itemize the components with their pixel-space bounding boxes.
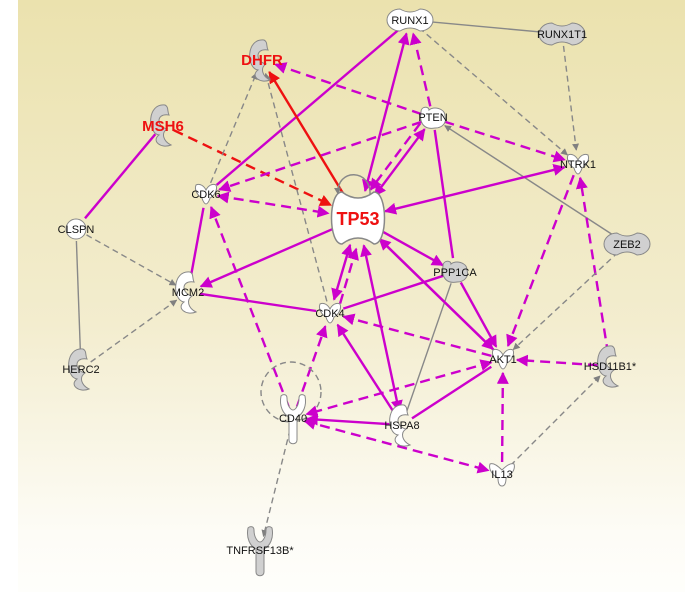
- edge-runx1-runx1t1: [421, 20, 549, 34]
- edge-cd40-cdk6: [209, 205, 290, 408]
- edge-pten-tp53: [369, 122, 422, 191]
- node-label-tnfrsf13b: TNFRSF13B*: [226, 545, 294, 557]
- enzyme-icon: [150, 104, 173, 147]
- enzyme-icon: [249, 39, 272, 82]
- edge-pten-dhfr: [274, 62, 422, 116]
- node-herc2[interactable]: HERC2: [62, 348, 100, 391]
- node-label-cdk4: CDK4: [315, 308, 344, 320]
- node-tnfrsf13b[interactable]: TNFRSF13B*: [226, 526, 294, 577]
- node-tp53[interactable]: TP53: [330, 191, 386, 245]
- enzyme-icon: [68, 348, 91, 391]
- edge-ntrk1-akt1: [506, 174, 575, 348]
- edge-tp53-pten: [373, 128, 426, 197]
- node-clspn[interactable]: CLSPN: [58, 218, 95, 240]
- transcription-regulator-icon: [603, 232, 651, 256]
- edge-ppp1ca-akt1: [459, 281, 498, 348]
- edge-cd40-cdk4: [295, 325, 328, 408]
- edge-clspn-herc2: [75, 240, 82, 356]
- edge-cd40-tnfrsf13b: [261, 429, 291, 538]
- transcription-regulator-icon: [538, 22, 586, 46]
- edge-pten-runx1: [409, 32, 432, 107]
- edge-runx1t1-ntrk1: [562, 45, 580, 151]
- other-icon: [65, 218, 87, 240]
- kinase-icon: [567, 153, 589, 175]
- node-label-runx1: RUNX1: [391, 15, 428, 27]
- phosphatase-icon: [442, 260, 468, 283]
- node-label-runx1t1: RUNX1T1: [537, 29, 587, 41]
- edge-il13-hsd11b1: [510, 375, 601, 466]
- edge-pten-ntrk1: [444, 120, 566, 163]
- cytokine-icon: [489, 463, 515, 487]
- kinase-icon: [319, 302, 341, 324]
- node-label-akt1: AKT1: [489, 354, 517, 366]
- node-akt1[interactable]: AKT1: [489, 348, 517, 370]
- node-label-hspa8: HSPA8: [384, 420, 419, 432]
- kinase-icon: [492, 348, 514, 370]
- edge-zeb2-akt1: [512, 251, 619, 351]
- transcription-regulator-icon: [386, 8, 434, 32]
- node-runx1[interactable]: RUNX1: [386, 8, 434, 32]
- enzyme-icon: [597, 345, 620, 388]
- node-label-ppp1ca: PPP1CA: [433, 267, 477, 279]
- node-label-zeb2: ZEB2: [613, 239, 641, 251]
- edge-mcm2-cdk6: [189, 207, 205, 281]
- node-label-cdk6: CDK6: [191, 189, 220, 201]
- edge-runx1-ntrk1: [418, 27, 568, 156]
- node-label-dhfr: DHFR: [241, 52, 283, 69]
- node-msh6[interactable]: MSH6: [142, 104, 184, 147]
- edge-tp53-ppp1ca: [381, 230, 444, 267]
- kinase-icon: [195, 183, 217, 205]
- transmembrane-receptor-icon: [280, 394, 306, 445]
- edge-cdk6-tp53: [216, 191, 330, 218]
- edge-cdk4-tp53: [338, 247, 359, 304]
- enzyme-icon: [389, 404, 412, 447]
- edge-akt1-cd40: [305, 359, 493, 418]
- node-label-clspn: CLSPN: [58, 224, 95, 236]
- edge-tp53-runx1: [362, 32, 410, 193]
- edge-tp53-dhfr: [268, 70, 345, 195]
- diagram-background: [18, 0, 685, 592]
- node-label-msh6: MSH6: [142, 118, 184, 135]
- edge-mcm2-cdk4: [199, 292, 317, 313]
- edge-tp53-tp53: [334, 174, 371, 197]
- node-ntrk1[interactable]: NTRK1: [560, 153, 596, 175]
- edge-akt1-cdk4: [342, 313, 492, 358]
- edge-tp53-mcm2: [199, 228, 333, 288]
- node-label-il13: IL13: [491, 469, 512, 481]
- node-il13[interactable]: IL13: [489, 463, 515, 487]
- edge-msh6-clspn: [84, 133, 157, 220]
- phosphatase-icon: [420, 106, 446, 129]
- edge-clspn-mcm2: [86, 234, 177, 286]
- edge-herc2-mcm2: [90, 299, 178, 363]
- edge-layer: [75, 20, 619, 538]
- node-label-herc2: HERC2: [62, 364, 99, 376]
- node-label-hsd11b1: HSD11B1*: [584, 361, 637, 373]
- transmembrane-receptor-icon: [247, 526, 273, 577]
- node-label-cd40: CD40: [279, 413, 307, 425]
- enzyme-icon: [175, 271, 198, 314]
- node-runx1t1[interactable]: RUNX1T1: [537, 22, 587, 46]
- node-cdk6[interactable]: CDK6: [191, 183, 221, 205]
- node-mcm2[interactable]: MCM2: [172, 271, 204, 314]
- node-zeb2[interactable]: ZEB2: [603, 232, 651, 256]
- node-dhfr[interactable]: DHFR: [241, 39, 283, 82]
- node-label-tp53: TP53: [336, 209, 379, 229]
- node-label-pten: PTEN: [418, 112, 447, 124]
- edge-hsd11b1-akt1: [515, 354, 599, 367]
- transcription-regulator-large-icon: [330, 191, 386, 245]
- edge-hspa8-akt1: [411, 365, 492, 420]
- edge-tp53-akt1: [377, 236, 494, 351]
- node-label-mcm2: MCM2: [172, 287, 204, 299]
- edge-hsd11b1-ntrk1: [575, 176, 610, 355]
- node-ppp1ca[interactable]: PPP1CA: [433, 260, 477, 283]
- node-pten[interactable]: PTEN: [418, 106, 448, 129]
- node-cd40[interactable]: CD40: [279, 394, 307, 445]
- node-hspa8[interactable]: HSPA8: [384, 404, 420, 447]
- node-cdk4[interactable]: CDK4: [315, 302, 345, 324]
- node-hsd11b1[interactable]: HSD11B1*: [584, 345, 637, 388]
- edge-tp53-ntrk1: [384, 164, 566, 215]
- node-label-ntrk1: NTRK1: [560, 159, 596, 171]
